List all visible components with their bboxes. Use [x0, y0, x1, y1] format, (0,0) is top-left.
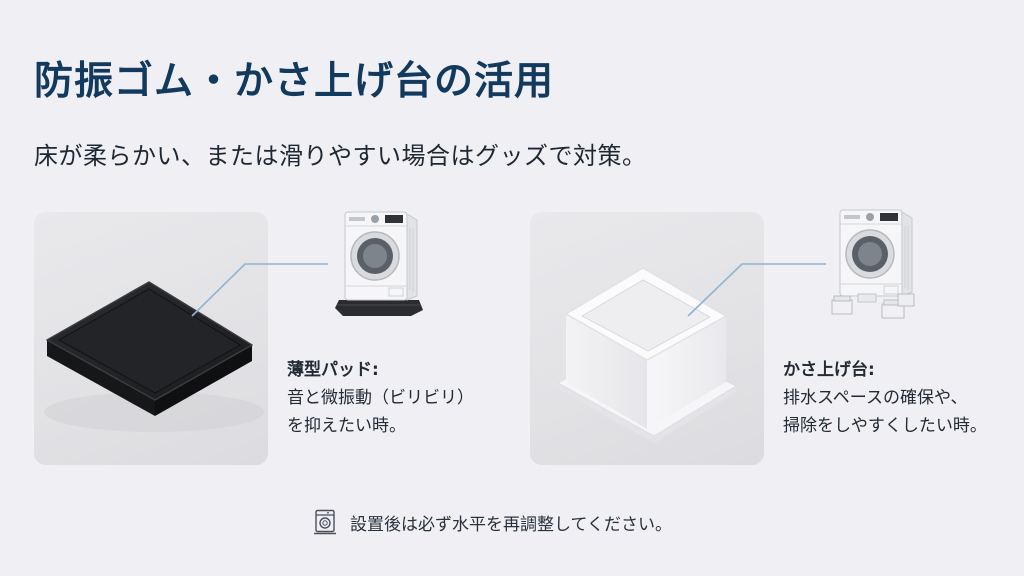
washing-machine-on-risers-icon — [831, 209, 915, 319]
riser-line-2: 掃除をしやすくしたい時。 — [783, 416, 987, 436]
footer-note-text: 設置後は必ず水平を再調整してください。 — [350, 514, 672, 535]
riser-heading: かさ上げ台: — [783, 360, 875, 380]
rubber-pad-panel — [34, 212, 268, 465]
rubber-pad-image — [44, 281, 264, 432]
footer-note: 設置後は必ず水平を再調整してください。 — [314, 509, 672, 535]
riser-description: かさ上げ台: 排水スペースの確保や、 掃除をしやすくしたい時。 — [783, 356, 987, 440]
page-title: 防振ゴム・かさ上げ台の活用 — [34, 59, 555, 104]
riser-block-panel — [530, 212, 764, 465]
rubber-pad-description: 薄型パッド: 音と微振動（ビリビリ） を抑えたい時。 — [287, 356, 474, 440]
rubber-pad-heading: 薄型パッド: — [287, 360, 379, 380]
rubber-pad-line-1: 音と微振動（ビリビリ） — [287, 388, 474, 408]
rubber-pad-line-2: を抑えたい時。 — [287, 416, 406, 436]
riser-block-image — [556, 267, 738, 443]
washing-machine-icon — [314, 509, 336, 535]
washing-machine-on-pad-icon — [335, 211, 423, 316]
riser-line-1: 排水スペースの確保や、 — [783, 388, 968, 408]
page-subtitle: 床が柔らかい、または滑りやすい場合はグッズで対策。 — [34, 142, 647, 170]
